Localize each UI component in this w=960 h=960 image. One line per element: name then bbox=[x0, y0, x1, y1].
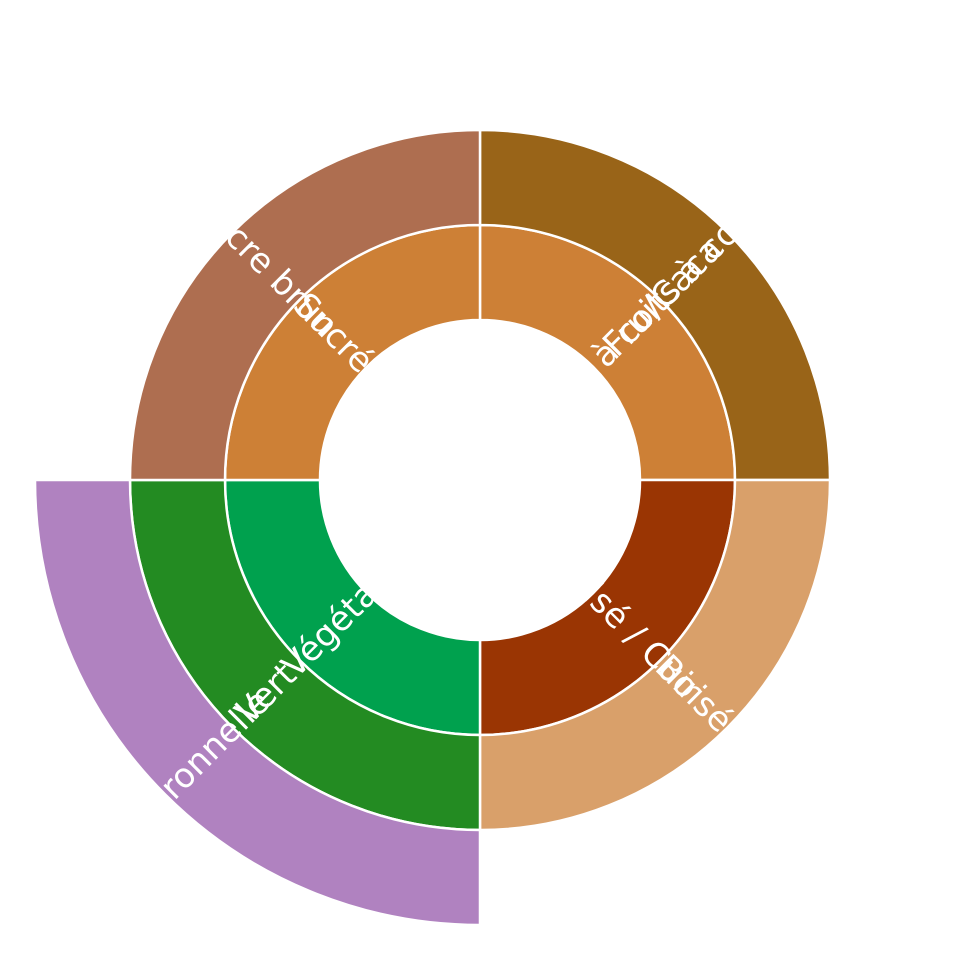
sunburst-segments bbox=[33, 128, 832, 927]
segment-ring2-boise[interactable] bbox=[478, 478, 832, 832]
segment-ring2-fruits-a-coque[interactable] bbox=[478, 128, 832, 482]
segment-ring2-sucre-brun[interactable] bbox=[128, 128, 482, 482]
segment-ring3-citronnelle[interactable] bbox=[33, 478, 482, 927]
